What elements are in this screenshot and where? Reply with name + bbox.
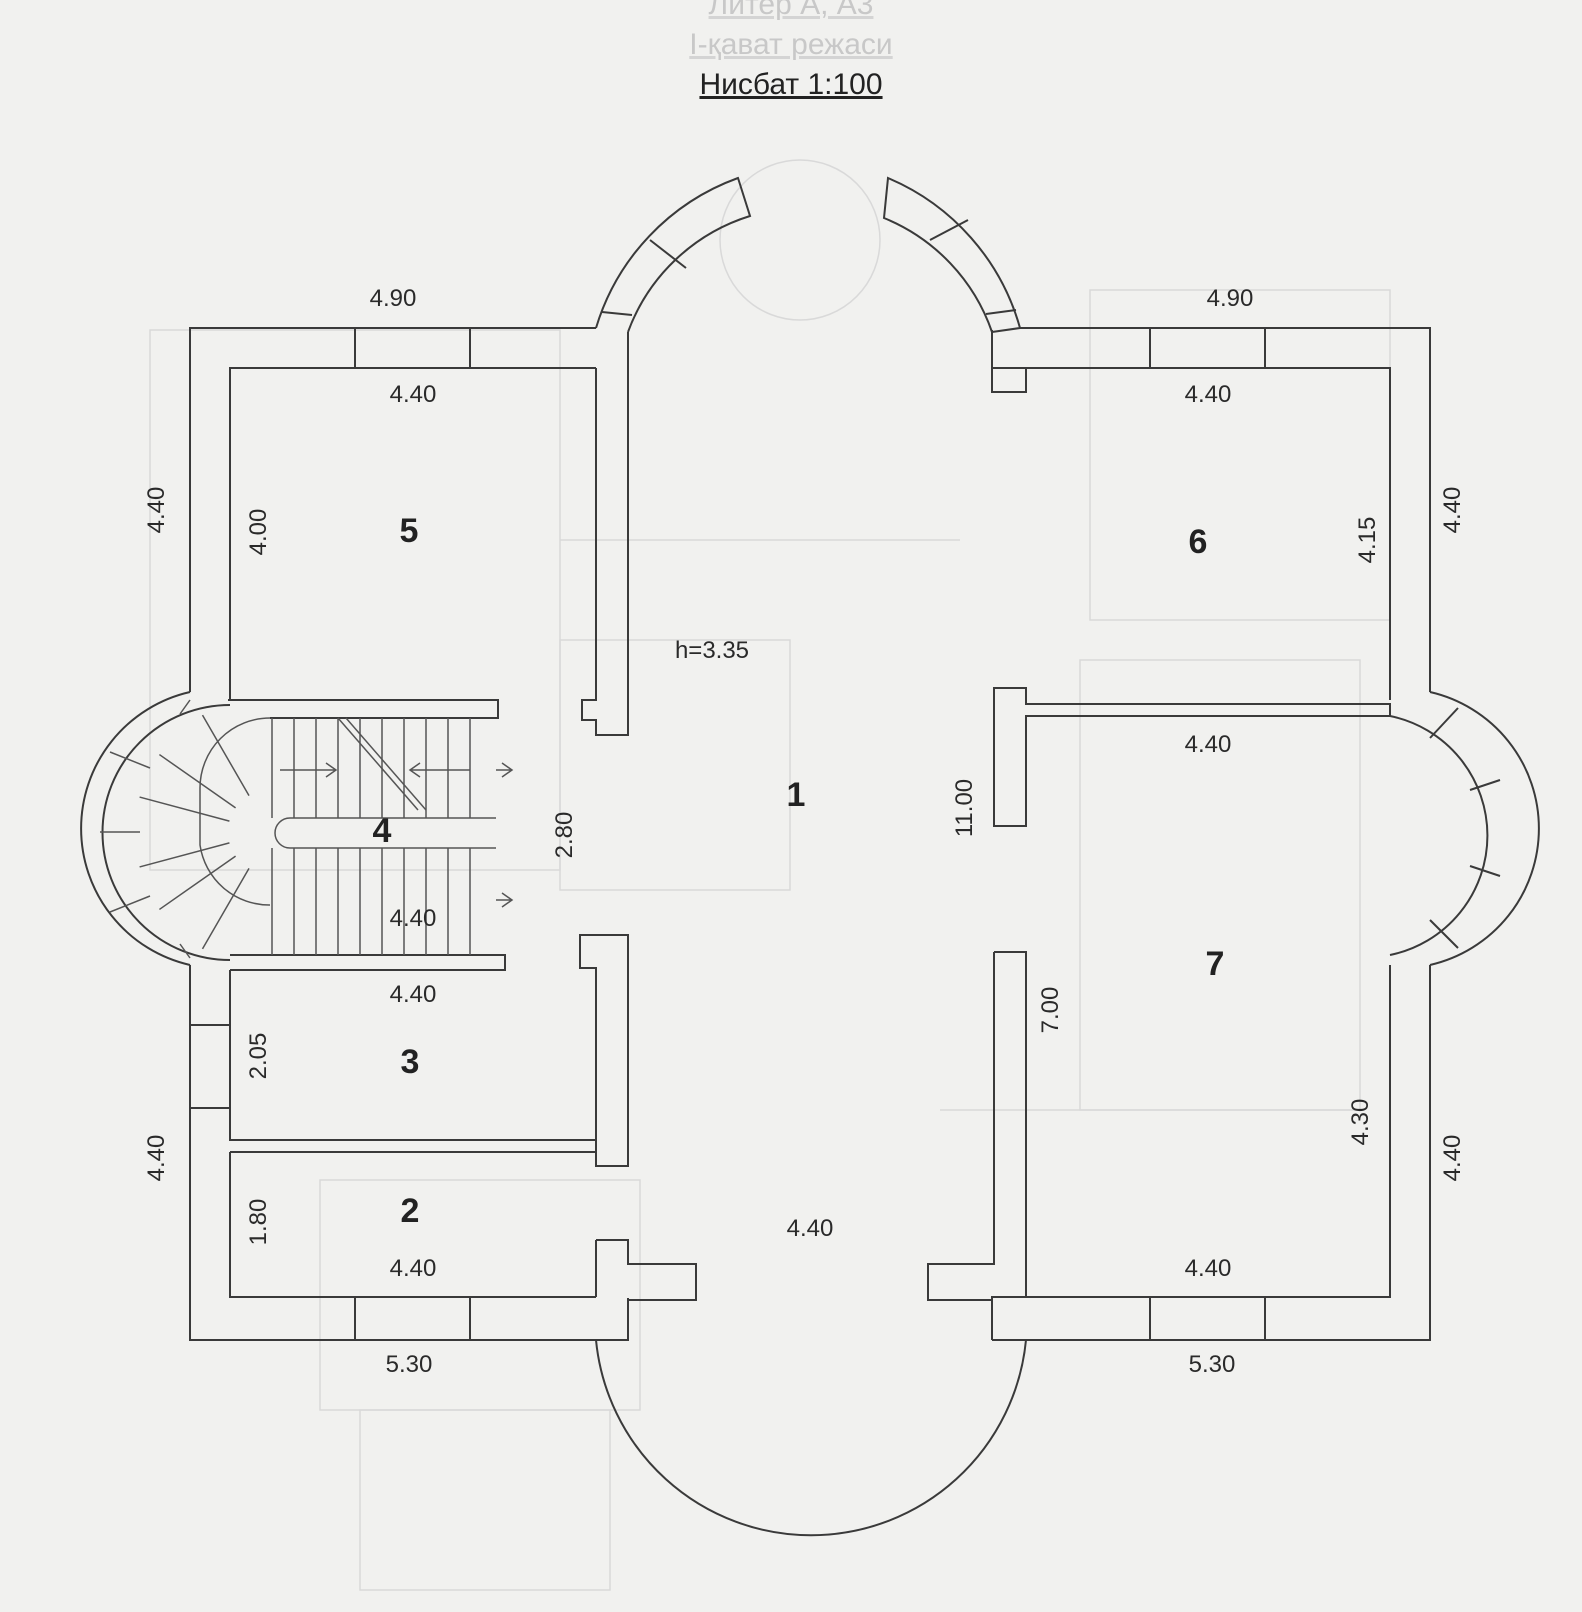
dim-right-outer-lower: 4.40 <box>1439 1135 1466 1182</box>
dim-right-outer-upper: 4.40 <box>1439 487 1466 534</box>
dim-room5-width: 4.40 <box>390 381 437 408</box>
staircase <box>80 691 514 966</box>
stair-winder-line <box>158 855 237 911</box>
stair-winder-line <box>201 867 250 950</box>
top-left-arc-wall <box>595 176 752 333</box>
plan-scale: Нисбат 1:100 <box>699 68 883 101</box>
dim-top-left-outer: 4.90 <box>370 285 417 312</box>
room-label-6: 6 <box>1189 523 1208 561</box>
dim-room3-height: 2.05 <box>245 1033 272 1080</box>
stair-winder-line <box>139 842 230 868</box>
room-label-4: 4 <box>373 812 392 850</box>
dimension-labels: 4.90 4.90 4.40 4.40 4.40 4.00 4.15 4.40 … <box>143 285 1466 1378</box>
dim-room2-width: 4.40 <box>390 1255 437 1282</box>
room-label-2: 2 <box>401 1192 420 1230</box>
room-label-3: 3 <box>401 1043 420 1081</box>
dim-room6-width: 4.40 <box>1185 381 1232 408</box>
room-label-7: 7 <box>1206 945 1225 983</box>
dim-room7-bottom-width: 4.40 <box>1185 1255 1232 1282</box>
room-labels: 5 6 1 4 3 7 2 <box>373 512 1225 1230</box>
dim-hall-width: 4.40 <box>787 1215 834 1242</box>
stair-winder-line <box>201 714 250 797</box>
bay-stone-joint <box>109 895 151 913</box>
dim-room3-width: 4.40 <box>390 981 437 1008</box>
dim-left-outer-lower: 4.40 <box>143 1135 170 1182</box>
dim-bottom-left-outer: 5.30 <box>386 1351 433 1378</box>
dim-room5-height: 4.00 <box>245 509 272 556</box>
bay-stone-joint <box>179 699 191 715</box>
right-wing-walls <box>882 176 1540 1341</box>
plan-title-line1: Литер А, А3 <box>708 0 874 21</box>
plan-title-line2: I-қават режаси <box>689 28 893 61</box>
dim-ceiling-height: h=3.35 <box>675 637 749 664</box>
dim-room2-height: 1.80 <box>245 1199 272 1246</box>
dim-top-right-outer: 4.90 <box>1207 285 1254 312</box>
dim-room7-top-width: 4.40 <box>1185 731 1232 758</box>
dim-room7-inner-height: 4.30 <box>1347 1099 1374 1146</box>
room-label-5: 5 <box>400 512 419 550</box>
dim-room7-height: 7.00 <box>1037 987 1064 1034</box>
room-label-1: 1 <box>787 776 806 814</box>
bottom-arc-wall <box>595 1339 1027 1537</box>
stair-winder-line <box>158 753 237 809</box>
bay-stone-joint <box>109 751 151 769</box>
bay-stone-joint <box>179 943 191 959</box>
dim-bottom-right-outer: 5.30 <box>1189 1351 1236 1378</box>
dim-hall-length: 11.00 <box>951 779 978 837</box>
dim-left-outer-upper: 4.40 <box>143 487 170 534</box>
dim-stair-depth: 2.80 <box>551 812 578 859</box>
dim-stair-width: 4.40 <box>390 905 437 932</box>
left-wing-walls <box>189 327 697 1341</box>
stair-winder-line <box>139 796 230 822</box>
dim-room6-height: 4.15 <box>1354 517 1381 564</box>
